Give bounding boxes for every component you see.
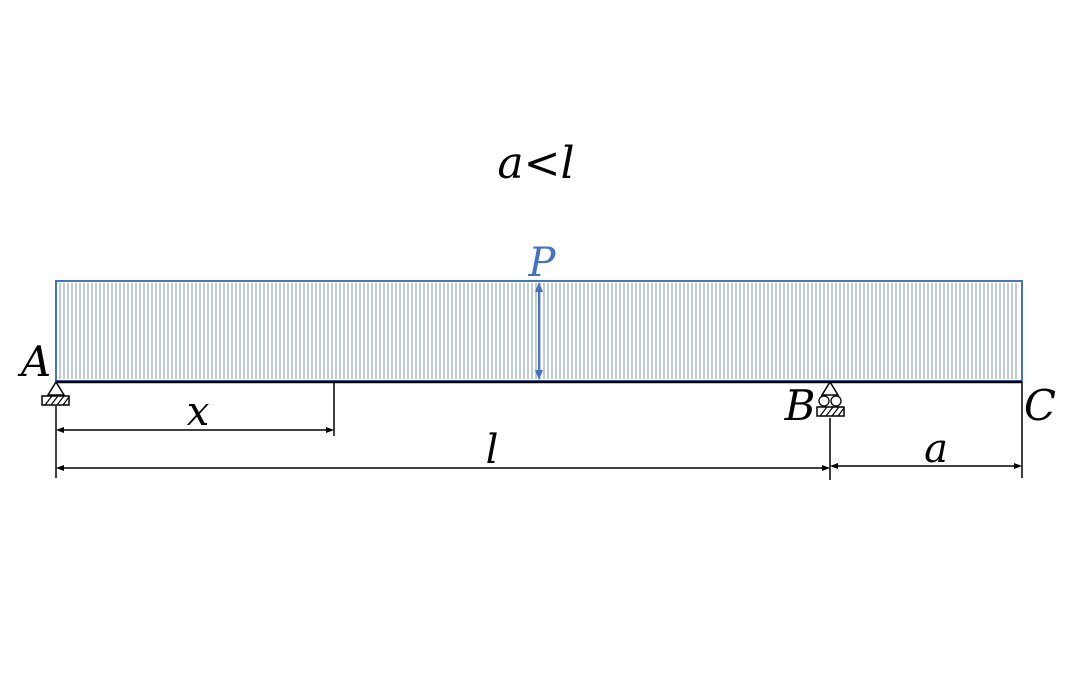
pin-support-a [41, 380, 70, 406]
extension-lines [55, 382, 1023, 480]
load-label: P [528, 240, 557, 286]
condition-label: a<l [497, 138, 574, 189]
point-a-label: A [17, 337, 51, 386]
point-c-label: C [1024, 381, 1056, 430]
dimension-l [56, 465, 830, 471]
roller-support-b [816, 380, 845, 417]
dimension-x [56, 427, 334, 433]
dimension-a [830, 463, 1022, 469]
dimension-l-label: l [486, 427, 499, 473]
dimension-x-label: x [187, 389, 210, 435]
load-arrow [535, 282, 543, 380]
point-b-label: B [784, 381, 816, 430]
dimension-a-label: a [924, 426, 948, 472]
load-hatching [59, 283, 1017, 379]
